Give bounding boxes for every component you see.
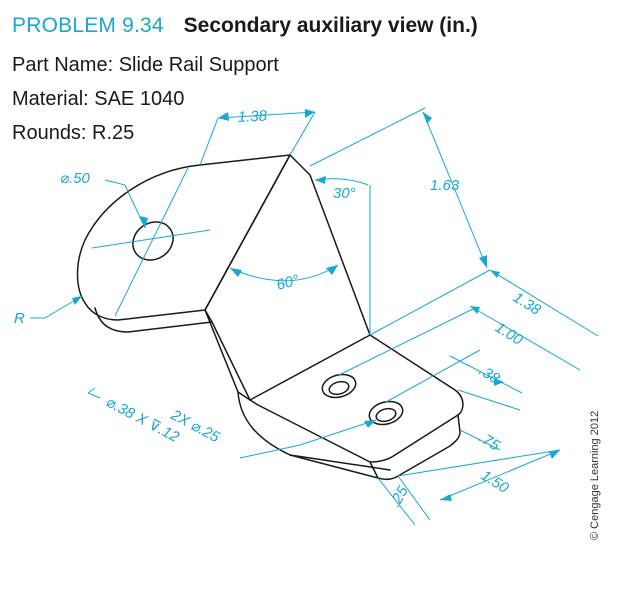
lower-hole-2-cbore bbox=[368, 400, 404, 426]
dim-25-ext bbox=[397, 475, 431, 521]
lower-hole-1-cbore bbox=[321, 373, 357, 399]
arrow bbox=[140, 216, 148, 228]
dim-100-text: 1.00 bbox=[492, 319, 526, 349]
dim-163-ext-top bbox=[309, 107, 426, 167]
arrow bbox=[364, 420, 376, 428]
dim-163-line bbox=[422, 111, 488, 269]
dim-138-top-line bbox=[217, 111, 316, 119]
dim-25-line bbox=[377, 477, 416, 526]
part-outline bbox=[76, 154, 464, 481]
arrow bbox=[490, 270, 500, 278]
dim-100-ext bbox=[338, 307, 476, 376]
upper-hole-centerline-a bbox=[114, 167, 189, 317]
upper-hole bbox=[132, 221, 174, 261]
arrow bbox=[326, 265, 338, 275]
copyright-text: © Cengage Learning 2012 bbox=[589, 411, 601, 540]
dim-163-text: 1.63 bbox=[430, 177, 460, 194]
dim-75-line bbox=[459, 429, 501, 451]
dim-138-right-text: 1.38 bbox=[510, 289, 544, 319]
dim-138-top-ext-left bbox=[199, 117, 219, 166]
dim-dia-50-text: ⌀.50 bbox=[60, 170, 91, 187]
angle-60-arc bbox=[229, 264, 339, 282]
dimension-lines bbox=[30, 107, 599, 526]
dim-100-line bbox=[469, 305, 581, 371]
base-plate-top bbox=[249, 334, 464, 463]
rounds: Rounds: R.25 bbox=[12, 122, 135, 144]
web-right-edge bbox=[289, 154, 371, 336]
dim-angle-60-text: 60° bbox=[275, 272, 301, 294]
dim-radius-text: R bbox=[14, 310, 25, 327]
arrow bbox=[479, 255, 487, 268]
dim-150-ext bbox=[397, 449, 561, 477]
arrow bbox=[230, 268, 242, 277]
arrow bbox=[218, 112, 229, 121]
dim-38-ext bbox=[457, 389, 521, 411]
hole-2-ext bbox=[385, 349, 481, 403]
base-plate-side bbox=[377, 414, 461, 481]
hole-note-leader bbox=[239, 419, 377, 459]
note-bracket bbox=[87, 387, 101, 399]
upper-hole-centerline-b bbox=[91, 229, 211, 249]
base-plate-bottom bbox=[289, 454, 379, 479]
dim-163-ext-bottom bbox=[369, 269, 491, 336]
problem-title: Secondary auxiliary view (in.) bbox=[183, 14, 478, 37]
dim-138-top-ext-right bbox=[289, 111, 316, 156]
base-plate-corner bbox=[369, 461, 379, 479]
dim-150-line bbox=[439, 449, 561, 501]
dia-50-leader bbox=[104, 179, 146, 229]
part-name: Part Name: Slide Rail Support bbox=[12, 54, 279, 76]
material: Material: SAE 1040 bbox=[12, 88, 185, 110]
dim-25-text: .25 bbox=[387, 483, 412, 510]
arrow bbox=[549, 450, 560, 459]
arrow bbox=[470, 306, 480, 314]
problem-number: PROBLEM 9.34 bbox=[12, 14, 164, 37]
arrow bbox=[315, 176, 326, 184]
upper-tab-edge bbox=[94, 307, 213, 333]
arrow bbox=[494, 378, 504, 386]
upper-tab-face bbox=[76, 154, 291, 321]
lower-hole-1 bbox=[328, 380, 350, 396]
web-front-edge bbox=[211, 321, 259, 406]
dim-angle-30-text: 30° bbox=[333, 185, 356, 202]
dim-38-line bbox=[449, 355, 523, 394]
arrow bbox=[440, 494, 452, 501]
lower-hole-2 bbox=[375, 407, 397, 423]
arrow bbox=[72, 296, 82, 305]
dim-75-text: .75 bbox=[476, 429, 503, 455]
web-fold-line bbox=[204, 154, 291, 311]
title-row: PROBLEM 9.34 Secondary auxiliary view (i… bbox=[12, 14, 478, 38]
dim-138-right-line bbox=[489, 269, 599, 337]
arrow bbox=[423, 112, 432, 124]
dim-150-text: 1.50 bbox=[478, 467, 512, 497]
radius-leader bbox=[30, 295, 83, 319]
base-bend-outer bbox=[237, 391, 391, 471]
arrow bbox=[305, 109, 315, 118]
dim-138-top-text: 1.38 bbox=[237, 107, 268, 126]
